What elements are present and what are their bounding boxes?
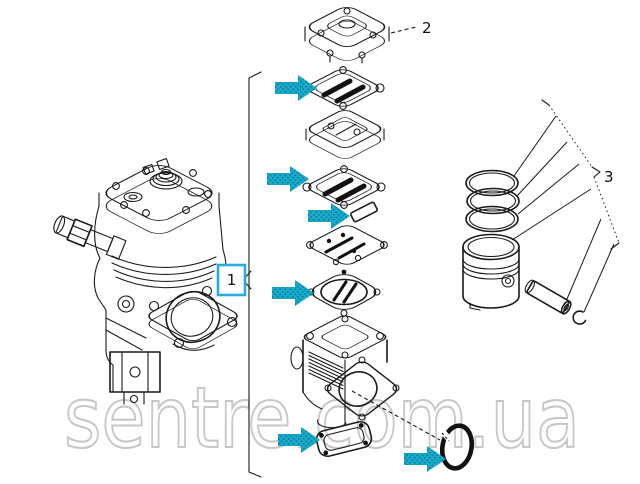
compressor-head xyxy=(98,157,220,234)
callout-1-label: 1 xyxy=(227,271,237,289)
pointer-arrow-6 xyxy=(404,446,446,472)
pointer-arrow-4 xyxy=(272,280,314,306)
cylinder-head-part xyxy=(304,7,390,64)
pointer-arrow-3 xyxy=(308,203,350,229)
cylinder-gasket xyxy=(307,269,381,317)
pointer-arrow-2 xyxy=(267,166,309,192)
pointer-arrow-5 xyxy=(278,427,320,453)
base-gasket xyxy=(315,420,373,458)
pointer-arrow-1 xyxy=(275,75,317,101)
compressor-body xyxy=(93,205,227,405)
unloader-valve xyxy=(53,215,127,260)
valve-gasket xyxy=(302,165,386,209)
head-gasket-upper xyxy=(301,66,385,110)
piston-rings xyxy=(465,169,520,233)
circlip xyxy=(572,310,587,325)
governor-coil xyxy=(142,157,183,190)
cylinder-block xyxy=(290,315,400,429)
mounting-flange xyxy=(148,285,238,351)
callout-2-leader xyxy=(390,26,417,34)
valve-seat-plate xyxy=(306,225,388,266)
reed-valve xyxy=(350,201,378,223)
head-bolts xyxy=(112,167,212,217)
o-ring xyxy=(439,423,475,471)
compressor-assembly xyxy=(53,157,238,405)
valve-plate xyxy=(305,110,385,159)
o-ring-leader xyxy=(351,390,441,441)
callout-3-bracket xyxy=(541,99,620,250)
callout-3-leaders xyxy=(511,115,615,313)
wrist-pin xyxy=(524,279,572,315)
callout-1-box: 1 xyxy=(216,263,247,297)
callout-2-label: 2 xyxy=(422,19,432,37)
callout-3-label: 3 xyxy=(604,168,614,186)
piston xyxy=(462,233,520,311)
cooling-fins xyxy=(308,351,344,390)
watermark-text: sentre.com.ua xyxy=(64,369,580,467)
